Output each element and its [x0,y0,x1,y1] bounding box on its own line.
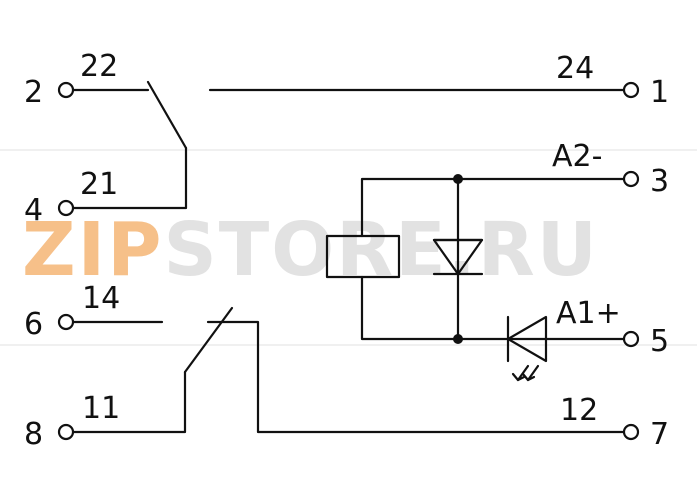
contact-label-14: 14 [82,281,120,316]
contact-group-top [71,80,626,210]
watermark-part1: ZIP [22,207,163,293]
contact-label-21: 21 [80,167,118,202]
contact-label-22: 22 [80,49,118,84]
wire-12 [206,320,626,434]
diode-triangle [432,238,484,276]
terminal-8 [57,423,75,441]
pin-labels: 2 4 6 8 1 3 5 7 [24,75,669,452]
led-ray-2 [526,364,540,382]
contact-labels: 22 21 14 11 24 A2- A1+ 12 [80,49,621,428]
contact-label-a1: A1+ [556,296,621,331]
terminal-5 [622,330,640,348]
contact-label-a2: A2- [552,139,602,174]
wire-coil-bottom [360,275,460,341]
pin-label-4: 4 [24,193,43,228]
contact-label-12: 12 [560,393,598,428]
terminal-7 [622,423,640,441]
watermark: ZIPSTORE.RU [0,149,697,346]
pin-label-6: 6 [24,307,43,342]
junction-top [453,174,463,184]
relay-coil [325,234,401,279]
terminals [57,81,640,441]
led-ray-arrow-1 [511,372,526,382]
pin-label-1: 1 [650,75,669,110]
terminal-3 [622,170,640,188]
terminal-6 [57,313,75,331]
contact-label-24: 24 [556,51,594,86]
contact-label-11: 11 [82,391,120,426]
pin-label-8: 8 [24,417,43,452]
contact-group-bottom [71,306,626,434]
wire-a2 [360,177,626,238]
terminal-2 [57,81,75,99]
switch-blade-bottom [183,306,234,374]
watermark-part2: STORE.RU [163,207,598,293]
pin-label-5: 5 [650,324,669,359]
wire-11 [71,370,187,434]
switch-blade-top [146,80,188,150]
terminal-1 [622,81,640,99]
led-triangle [506,315,548,363]
coil-circuit [325,174,626,382]
wire-21 [71,146,188,210]
pin-label-2: 2 [24,75,43,110]
pin-label-3: 3 [650,164,669,199]
svg-text:ZIPSTORE.RU: ZIPSTORE.RU [22,207,599,293]
pin-label-7: 7 [650,417,669,452]
junction-bottom [453,334,463,344]
terminal-4 [57,199,75,217]
led-ray-arrow-2 [521,372,536,382]
